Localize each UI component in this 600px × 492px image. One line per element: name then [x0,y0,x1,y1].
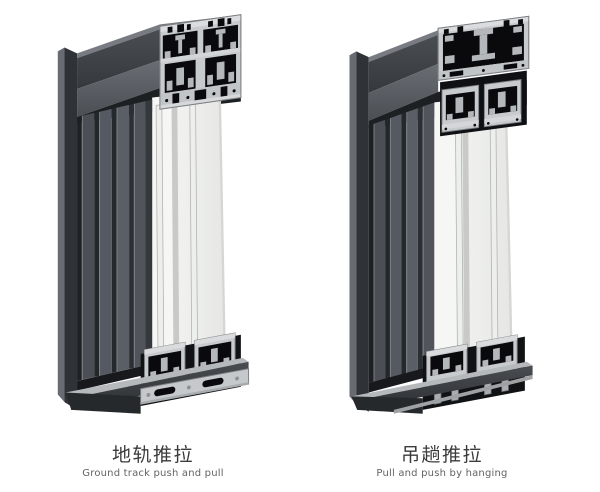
caption-zh-hanging-track: 吊趟推拉 [400,444,483,466]
caption-en-hanging-track: Pull and push by hanging [376,468,508,479]
product-figure-hanging-track [336,6,548,436]
floor-base [351,361,533,414]
caption-ground-track: 地轨推拉 Ground track push and pull [4,444,302,480]
glass-panel [152,88,226,364]
hanging-track-cross-section [437,15,530,81]
product-figure-ground-track [52,6,264,436]
ground-track-render [57,14,250,414]
ground-track-sill [65,357,250,414]
left-jamb [349,51,369,412]
sash-panels [368,102,435,383]
caption-zh-ground-track: 地轨推拉 [111,444,194,466]
sash-panels [77,99,153,381]
top-track-cross-section [159,14,242,110]
hanging-track-render [349,15,533,414]
caption-en-ground-track: Ground track push and pull [82,468,224,479]
caption-hanging-track: 吊趟推拉 Pull and push by hanging [292,444,592,480]
left-jamb [57,47,78,410]
sash-top-cross-sections [440,70,527,137]
glass-panel [434,93,513,368]
